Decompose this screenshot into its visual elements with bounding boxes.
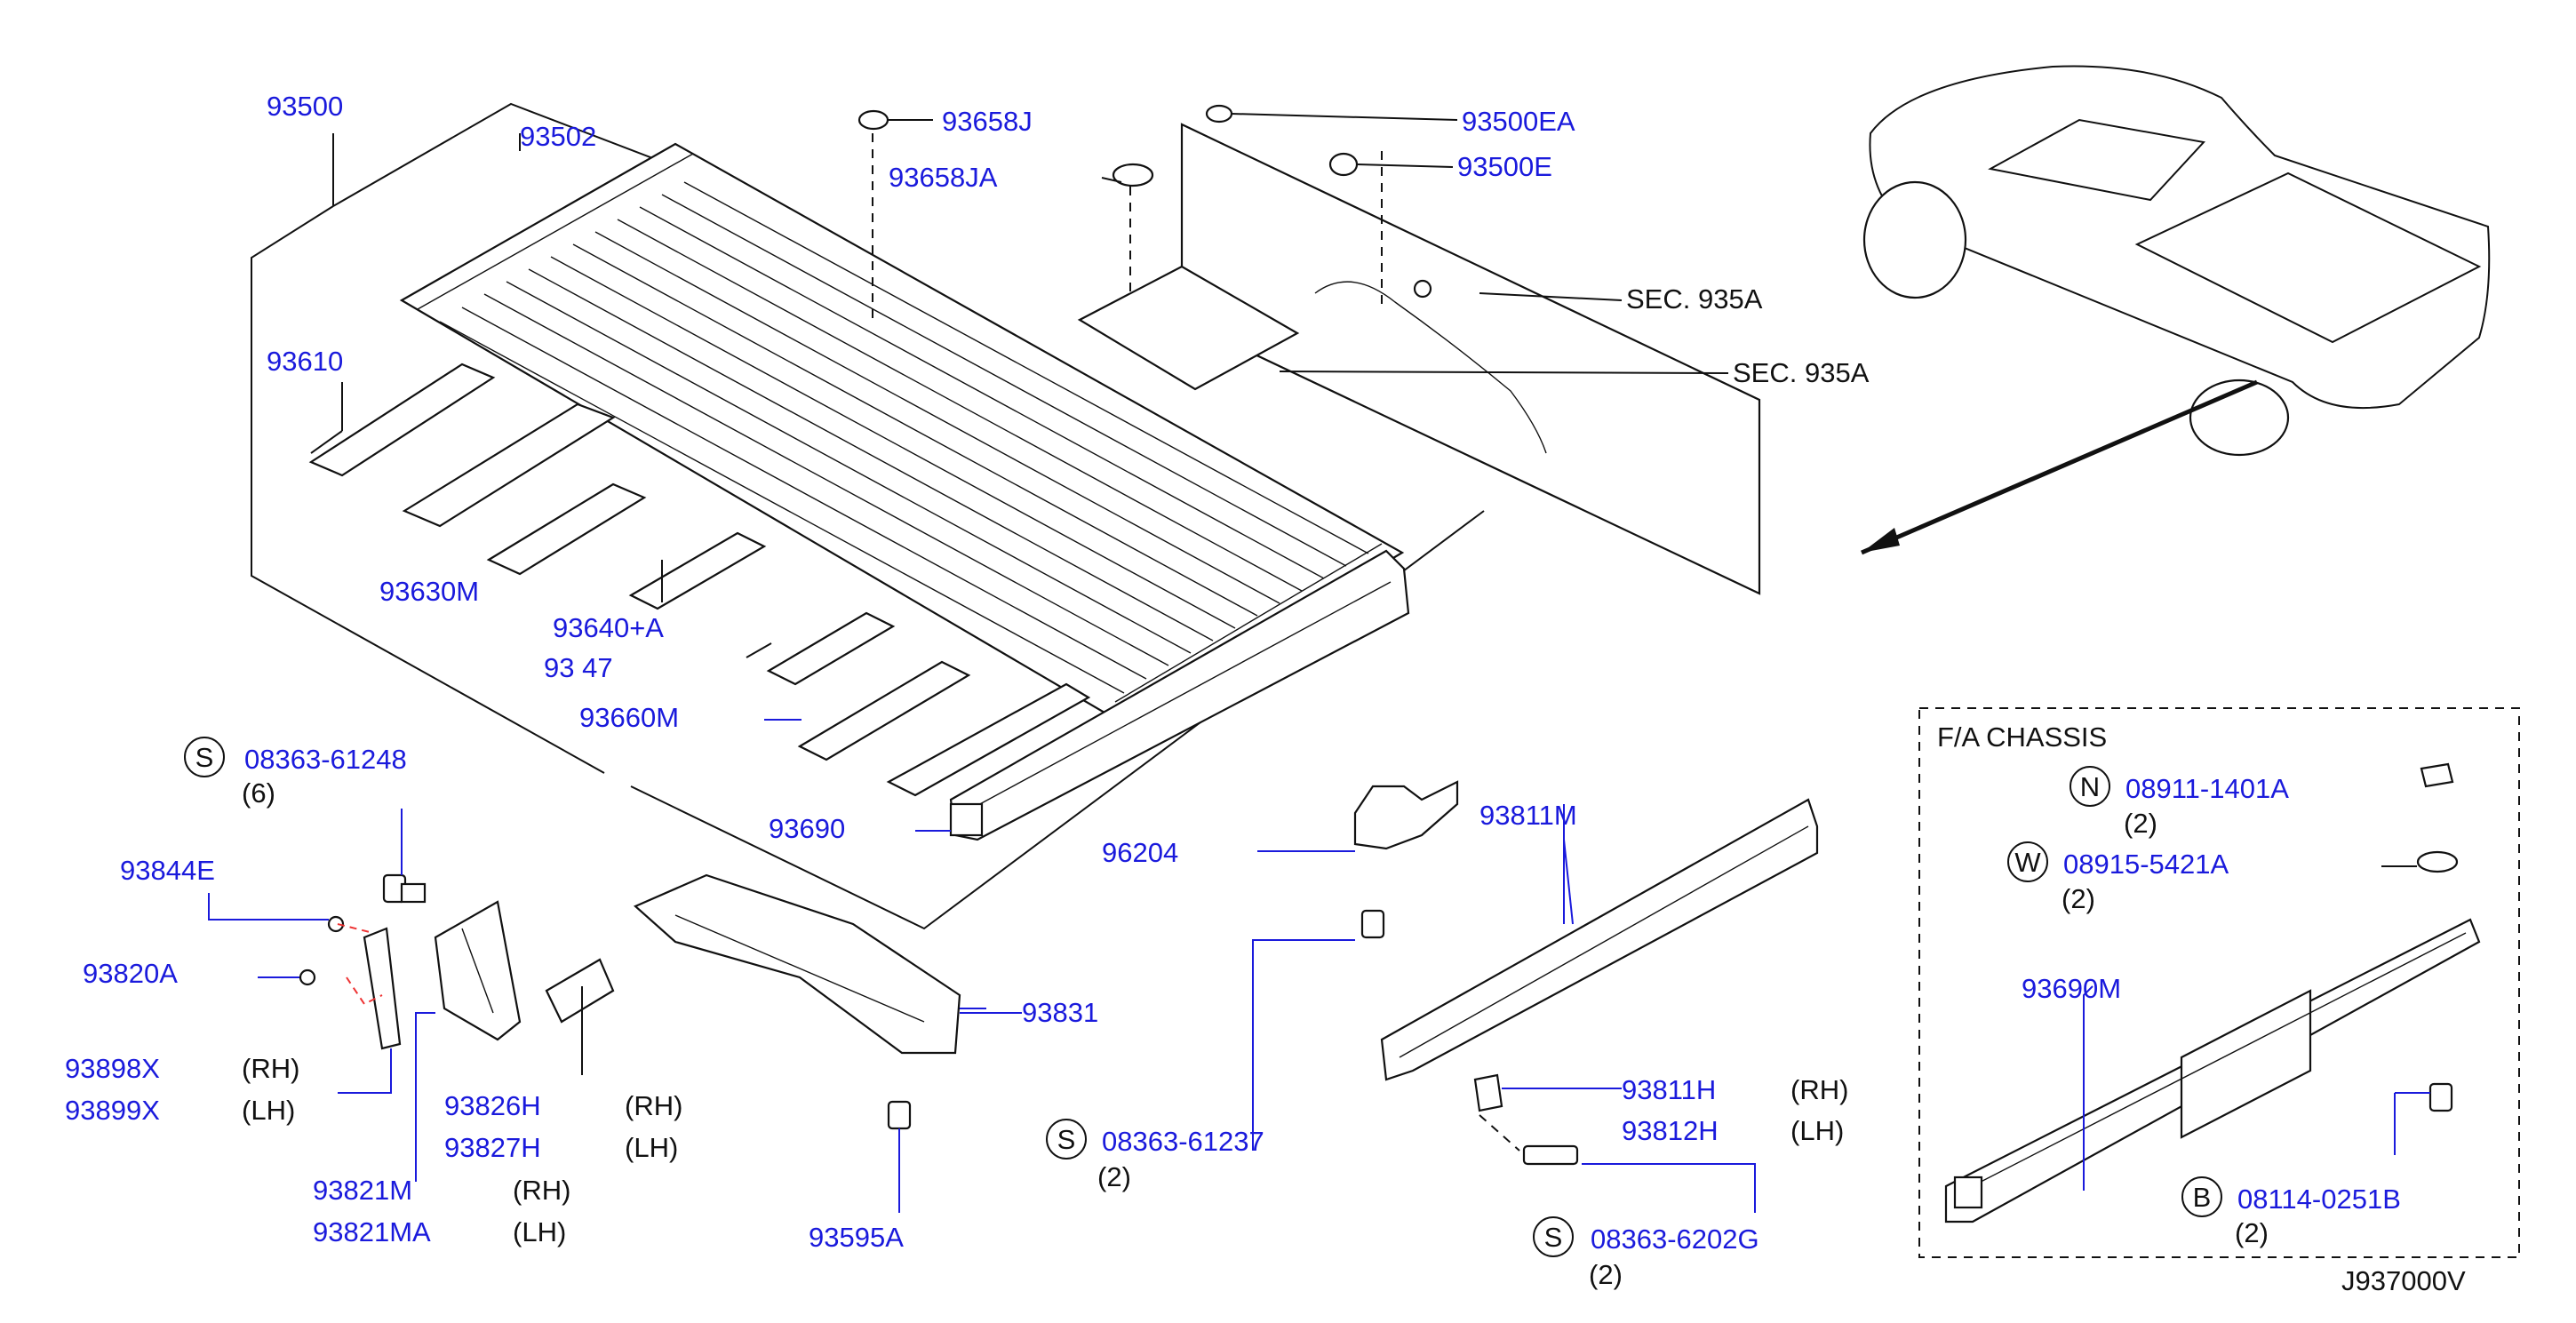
label-qty-w: (2) [2062,883,2095,914]
badge-s-2 [1046,1119,1087,1160]
label-93500ea: 93500EA [1462,106,1575,137]
label-93658j: 93658J [942,106,1033,137]
badge-s-3-letter: S [1544,1222,1563,1253]
label-93500: 93500 [267,91,343,122]
label-93812h: 93812H [1622,1115,1719,1146]
label-lh-93827h: (LH) [625,1132,678,1163]
cross-members [308,363,1091,797]
label-93610: 93610 [267,346,343,377]
badge-b-letter: B [2193,1182,2212,1213]
label-93820a: 93820A [83,958,178,989]
label-93640a: 93640+A [553,612,664,643]
label-lh-93821ma: (LH) [513,1216,566,1247]
label-lh-93812h: (LH) [1790,1115,1844,1146]
label-93827h: 93827H [444,1132,541,1163]
badge-s-3 [1533,1216,1574,1257]
bracket-93831 [633,873,1022,1213]
label-93595a: 93595A [809,1222,904,1253]
label-93831: 93831 [1022,997,1098,1028]
screw-callouts: S 08363-61248 (6) S 08363-61237 (2) S 08… [184,737,1759,1290]
bed-floor-panel [399,142,1405,723]
label-lh-93899x: (LH) [242,1095,295,1126]
badge-b [2181,1176,2222,1217]
label-rh-93821m: (RH) [513,1175,570,1206]
label-08114-0251b: 08114-0251B [2237,1184,2401,1215]
label-93647: 93 47 [544,652,613,683]
plugs-upper [857,109,1154,320]
label-93898x: 93898X [65,1053,160,1084]
label-rh-93898x: (RH) [242,1053,299,1084]
view-arrowhead [1862,528,1900,553]
badge-s-1-letter: S [195,742,214,773]
label-08363-61237: 08363-61237 [1102,1126,1264,1157]
chassis-labels: F/A CHASSIS N 08911-1401A (2) W 08915-54… [1937,721,2401,1248]
truck-illustration [1862,65,2491,457]
label-qty-s1: (6) [242,777,275,809]
label-qty-n: (2) [2124,808,2157,839]
label-08911-1401a: 08911-1401A [2125,773,2289,804]
view-arrow [1861,379,2258,555]
label-rh-93826h: (RH) [625,1090,682,1121]
label-08363-6202g: 08363-6202G [1591,1223,1759,1255]
label-93630m: 93630M [379,576,479,607]
label-08363-61248: 08363-61248 [244,744,407,775]
label-93500e: 93500E [1457,151,1552,182]
chassis-title: F/A CHASSIS [1937,721,2107,753]
label-sec-935a-2: SEC. 935A [1733,357,1870,388]
label-sec-935a-1: SEC. 935A [1626,283,1763,315]
label-93660m: 93660M [579,702,679,733]
label-93821ma: 93821MA [313,1216,431,1247]
label-rh-93811h: (RH) [1790,1074,1848,1105]
label-96204: 96204 [1102,837,1178,868]
label-93899x: 93899X [65,1095,160,1126]
label-qty-s3: (2) [1589,1259,1623,1290]
badge-s-1 [184,737,225,777]
bed-side-panel [1077,104,1761,595]
rail-93811m [1380,798,1819,1213]
label-93690: 93690 [769,813,845,844]
leader-lines [310,133,1574,1009]
badge-n-letter: N [2080,771,2100,802]
clip-96204 [1252,780,1459,1151]
label-93811m: 93811M [1479,800,1577,831]
label-08915-5421a: 08915-5421A [2063,849,2229,880]
label-93844e: 93844E [120,855,215,886]
diagram-id: J937000V [2341,1265,2466,1296]
label-qty-b: (2) [2235,1217,2269,1248]
label-93826h: 93826H [444,1090,541,1121]
bracket-parts [208,809,615,1182]
label-qty-s2: (2) [1097,1161,1131,1192]
badge-w-letter: W [2014,847,2041,878]
label-93690m: 93690M [2022,973,2121,1004]
badge-w [2007,841,2048,882]
side-rail-93690 [949,549,1410,841]
chassis-box [1918,707,2520,1258]
label-93658ja: 93658JA [889,162,998,193]
label-93502: 93502 [520,121,596,152]
label-93821m: 93821M [313,1175,412,1206]
part-labels: 93500 93502 93658J 93658JA 93500EA 93500… [65,91,1870,1253]
label-93811h: 93811H [1622,1074,1716,1105]
badge-n [2070,766,2110,807]
badge-s-2-letter: S [1057,1124,1076,1155]
